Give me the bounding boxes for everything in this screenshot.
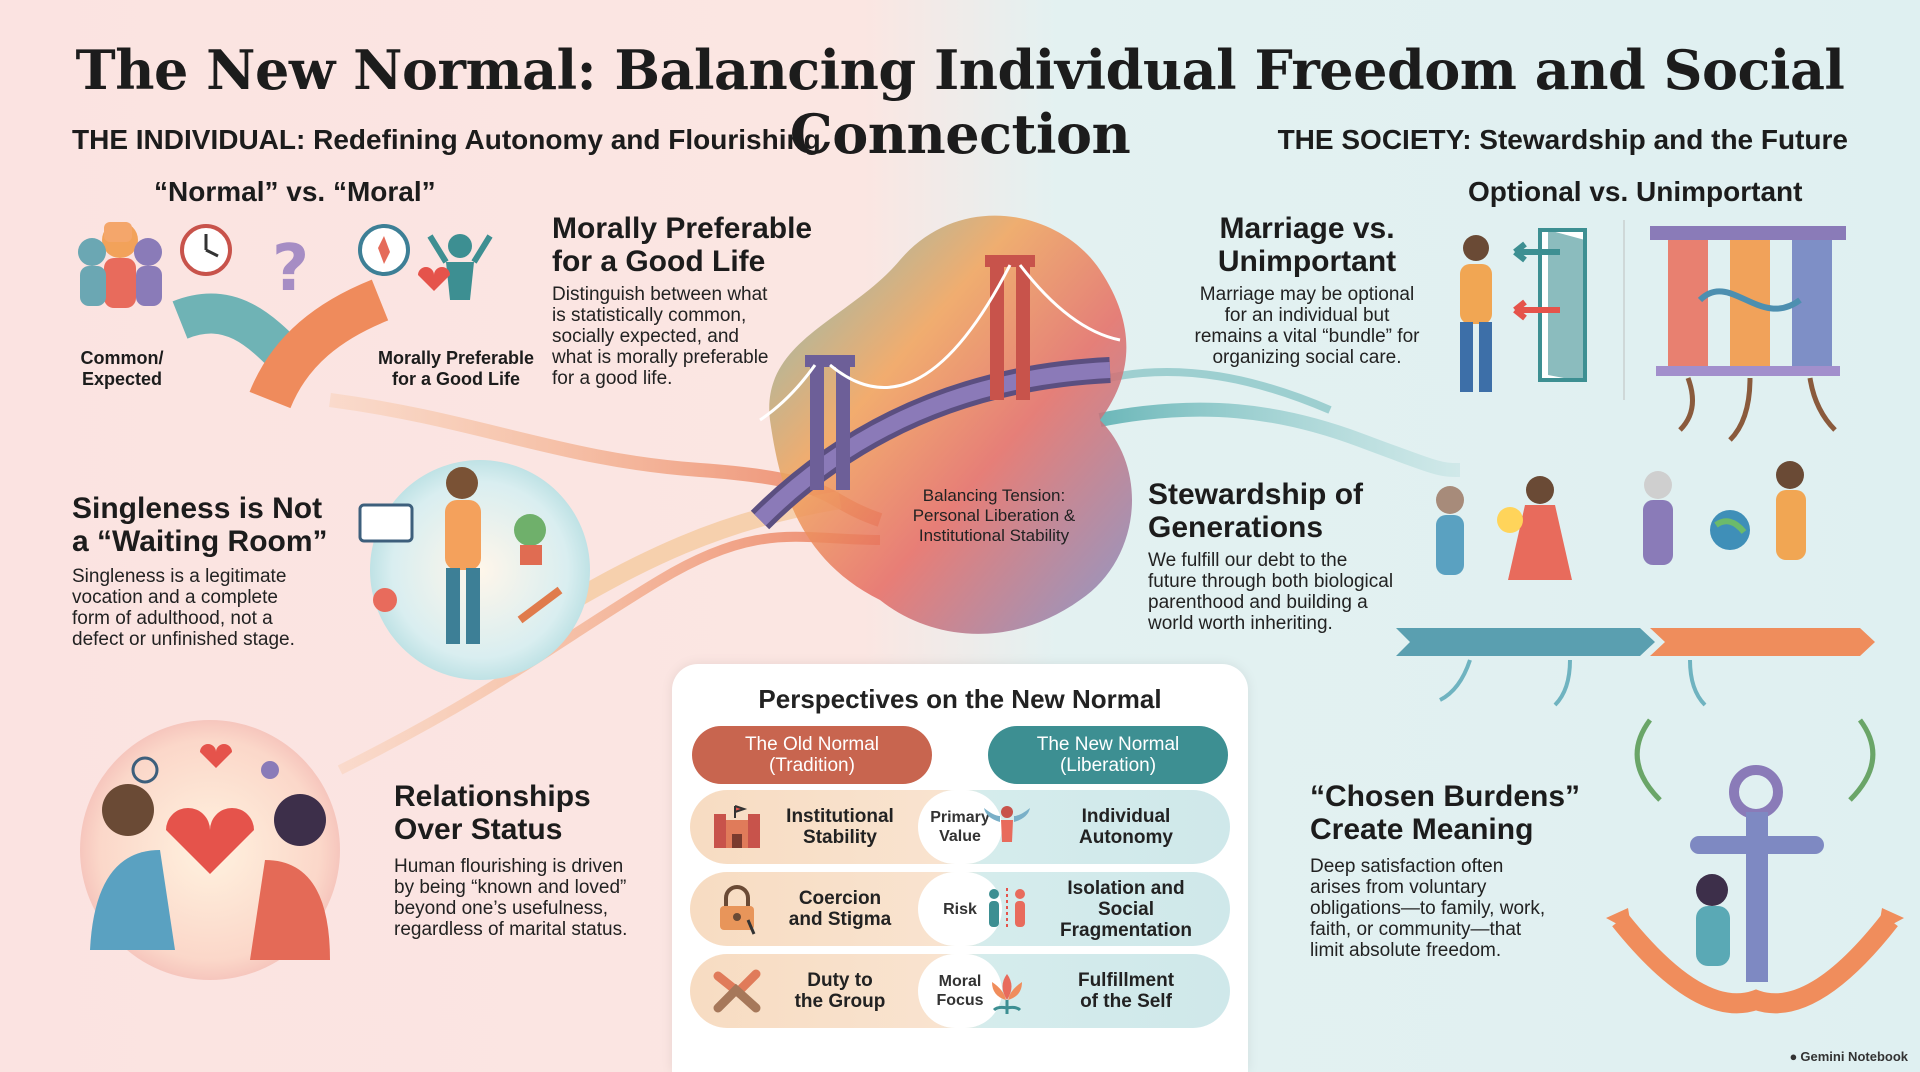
stewardship-illustration [1396,461,1875,707]
morally-preferable-body: Distinguish between what is statisticall… [552,284,769,389]
optional-unimportant-subheading: Optional vs. Unimportant [1468,176,1803,207]
svg-text:?: ? [272,232,309,306]
perspectives-title: Perspectives on the New Normal [758,684,1162,714]
anchor-illustration [1606,718,1904,1014]
relationships-title: Relationships Over Status [394,780,591,846]
castle-icon [714,805,760,848]
singleness-title: Singleness is Not a “Waiting Room” [72,492,328,558]
normal-moral-illustration: ? [78,222,493,409]
page-title: The New Normal: Balancing Individual Fre… [75,38,1845,166]
bridge-illustration [750,255,1121,530]
winged-person-icon [984,806,1030,842]
chosen-burdens-title: “Chosen Burdens” Create Meaning [1310,780,1581,846]
risk-label: Risk [918,872,1002,946]
marriage-body: Marriage may be optional for an individu… [1194,284,1420,368]
relationships-body: Human flourishing is driven by being “kn… [394,856,628,940]
lotus-flower-icon [992,974,1022,1014]
marriage-title: Marriage vs. Unimportant [1217,212,1397,278]
singleness-body: Singleness is a legitimate vocation and … [72,566,295,650]
common-expected-caption: Common/ Expected [80,348,164,389]
society-heading: THE SOCIETY: Stewardship and the Future [1277,124,1848,155]
singleness-illustration [358,460,590,680]
stewardship-title: Stewardship of Generations [1148,478,1364,544]
isolated-people-icon [989,888,1025,930]
morally-preferable-caption: Morally Preferable for a Good Life [377,348,535,389]
footer-brand: ●Gemini Notebook [1789,1049,1908,1064]
bridge-caption: Balancing Tension: Personal Liberation &… [912,486,1076,545]
marriage-illustration [1460,220,1625,400]
morally-preferable-title: Morally Preferable for a Good Life [552,212,813,278]
individual-heading: THE INDIVIDUAL: Redefining Autonomy and … [72,124,821,155]
gemini-icon: ● [1789,1049,1798,1064]
old-normal-pill: The Old Normal(Tradition) [692,726,932,784]
pillars-illustration [1650,226,1846,442]
chosen-burdens-body: Deep satisfaction often arises from volu… [1310,856,1546,961]
relationships-illustration [80,720,340,980]
perspectives-panel: Perspectives on the New Normal The Old N… [672,664,1248,1072]
normal-moral-subheading: “Normal” vs. “Moral” [154,176,436,207]
padlock-icon [720,885,756,935]
joined-hands-icon [713,969,761,1013]
stewardship-body: We fulfill our debt to the future throug… [1148,550,1394,634]
new-normal-pill: The New Normal(Liberation) [988,726,1228,784]
